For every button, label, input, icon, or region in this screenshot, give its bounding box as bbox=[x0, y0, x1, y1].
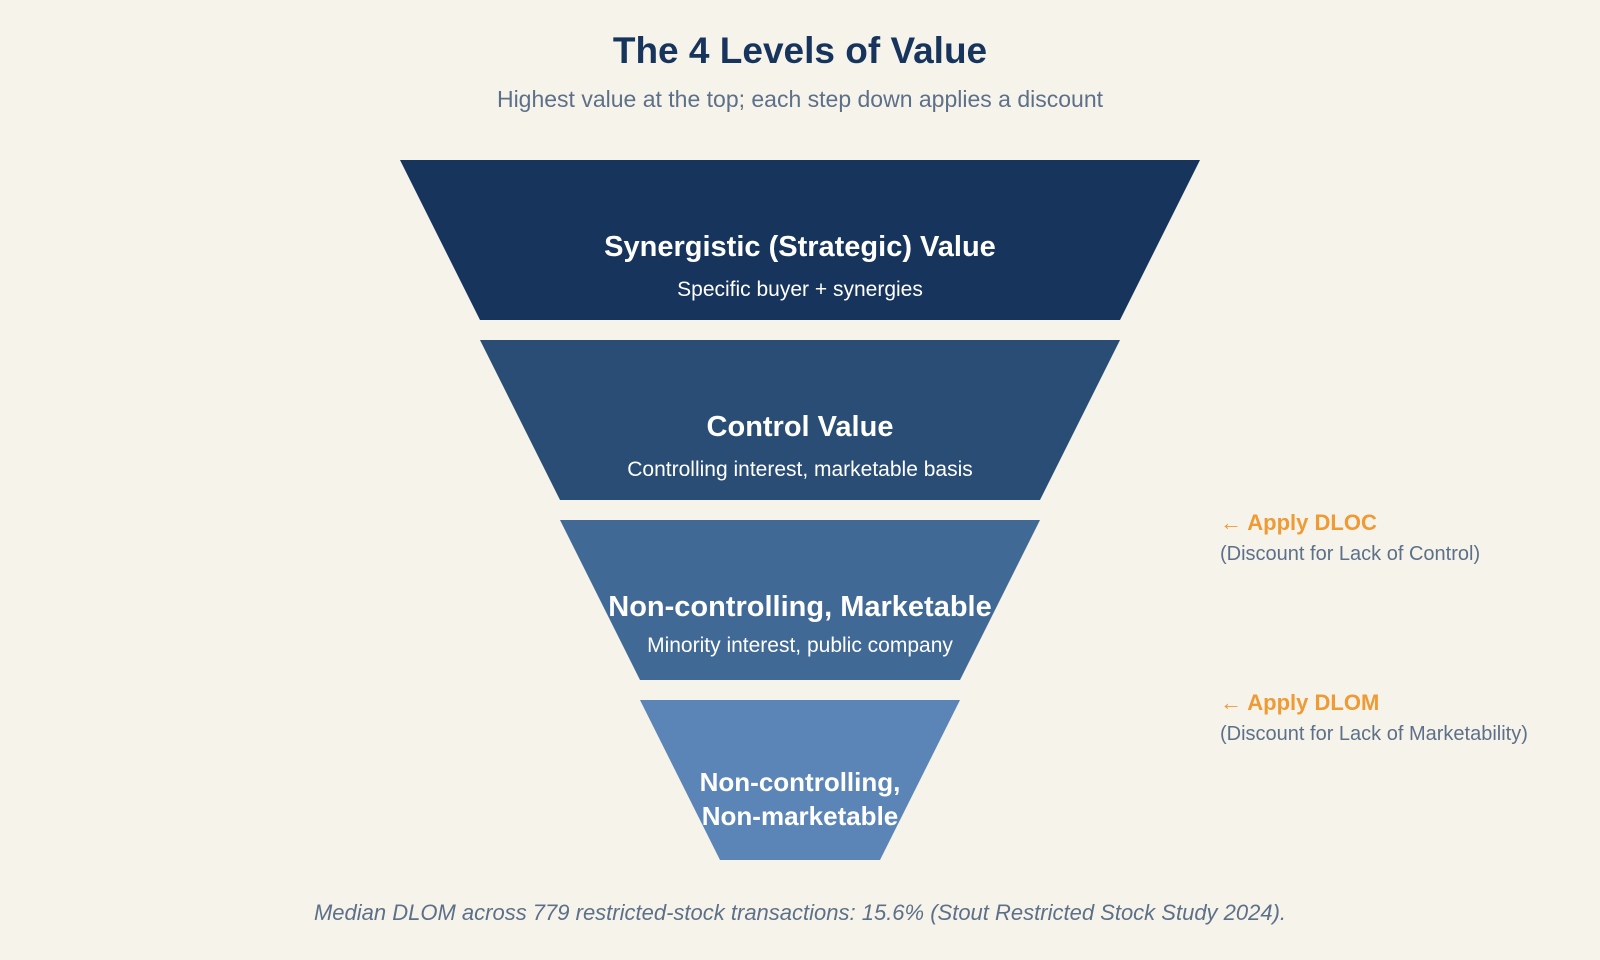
level-title-marketable: Non-controlling, Marketable bbox=[608, 591, 991, 623]
funnel-level-control: Control Value Controlling interest, mark… bbox=[480, 340, 1120, 500]
page-title: The 4 Levels of Value bbox=[612, 30, 988, 71]
funnel-level-marketable: Non-controlling, Marketable Minority int… bbox=[560, 520, 1040, 680]
level-subtitle-synergistic: Specific buyer + synergies bbox=[677, 278, 923, 301]
funnel-level-non-marketable: Non-controlling, Non-marketable bbox=[640, 700, 960, 860]
funnel-band-synergistic bbox=[400, 160, 1200, 320]
discount-dlom-label: ← Apply DLOM bbox=[1220, 690, 1380, 715]
discount-dloc: ← Apply DLOC (Discount for Lack of Contr… bbox=[1220, 510, 1480, 567]
page-subtitle: Highest value at the top; each step down… bbox=[496, 86, 1104, 112]
level-title-synergistic: Synergistic (Strategic) Value bbox=[604, 231, 996, 263]
discount-dloc-label: ← Apply DLOC bbox=[1220, 510, 1377, 535]
footnote: Median DLOM across 779 restricted-stock … bbox=[313, 900, 1287, 925]
level-title-non-marketable-line-1: Non-controlling, bbox=[700, 767, 901, 797]
discount-dlom: ← Apply DLOM (Discount for Lack of Marke… bbox=[1220, 690, 1528, 747]
level-title-non-marketable-line-2: Non-marketable bbox=[702, 801, 899, 831]
level-subtitle-marketable: Minority interest, public company bbox=[647, 634, 953, 657]
funnel-band-control bbox=[480, 340, 1120, 500]
discount-dloc-description: (Discount for Lack of Control) bbox=[1220, 543, 1481, 565]
level-subtitle-control: Controlling interest, marketable basis bbox=[627, 458, 973, 481]
level-title-control: Control Value bbox=[707, 411, 894, 443]
funnel-band-non-marketable bbox=[640, 700, 960, 860]
discount-dlom-description: (Discount for Lack of Marketability) bbox=[1220, 723, 1528, 745]
funnel-band-marketable bbox=[560, 520, 1040, 680]
funnel-level-synergistic: Synergistic (Strategic) Value Specific b… bbox=[400, 160, 1200, 320]
